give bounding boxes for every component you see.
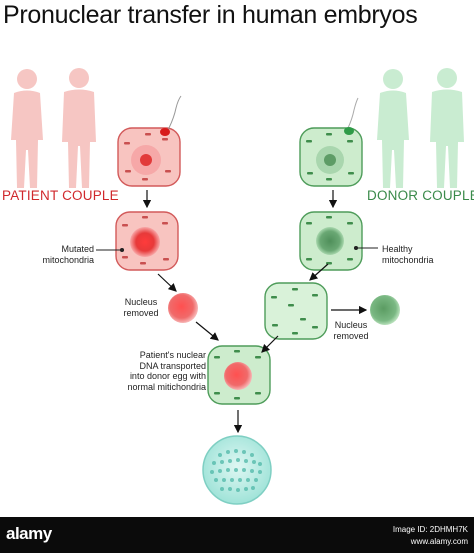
watermark-image-id: Image ID: 2DHMH7K [392, 525, 468, 534]
patient-zygote [115, 211, 179, 271]
donor-enucleated-egg [264, 282, 328, 340]
donor-nucleus [370, 295, 400, 325]
patient-egg-with-sperm [117, 95, 182, 187]
donor-egg-with-sperm [299, 97, 363, 187]
watermark-logo: alamy [6, 524, 52, 543]
donor-zygote [299, 211, 363, 271]
donor-man-silhouette [430, 68, 464, 188]
mutated-mitochondria-label: Mutated mitochondria [42, 244, 94, 265]
watermark-bar [0, 517, 474, 553]
diagram-canvas: Pronuclear transfer in human embryos PAT… [2, 1, 474, 505]
patient-couple-label: PATIENT COUPLE [2, 188, 119, 203]
page-title: Pronuclear transfer in human embryos [3, 1, 418, 29]
nucleus-removed-right-label: Nucleus removed [333, 320, 369, 341]
healthy-mitochondria-label: Healthy mitochondria [382, 244, 434, 265]
patient-man-silhouette [62, 68, 96, 188]
flow-arrows [142, 190, 368, 434]
transport-label: Patient's nuclear DNA transported into d… [127, 350, 206, 392]
donor-couple-label: DONOR COUPLE [367, 188, 474, 203]
diagram-graphics [11, 68, 464, 505]
patient-nucleus [168, 293, 198, 323]
nucleus-removed-left-label: Nucleus removed [123, 297, 159, 318]
donor-woman-silhouette [377, 69, 409, 188]
patient-woman-silhouette [11, 69, 43, 188]
blastocyst [202, 435, 272, 505]
watermark-site: www.alamy.com [410, 537, 468, 546]
pointer-lines [96, 245, 378, 253]
reconstructed-egg [207, 345, 271, 405]
